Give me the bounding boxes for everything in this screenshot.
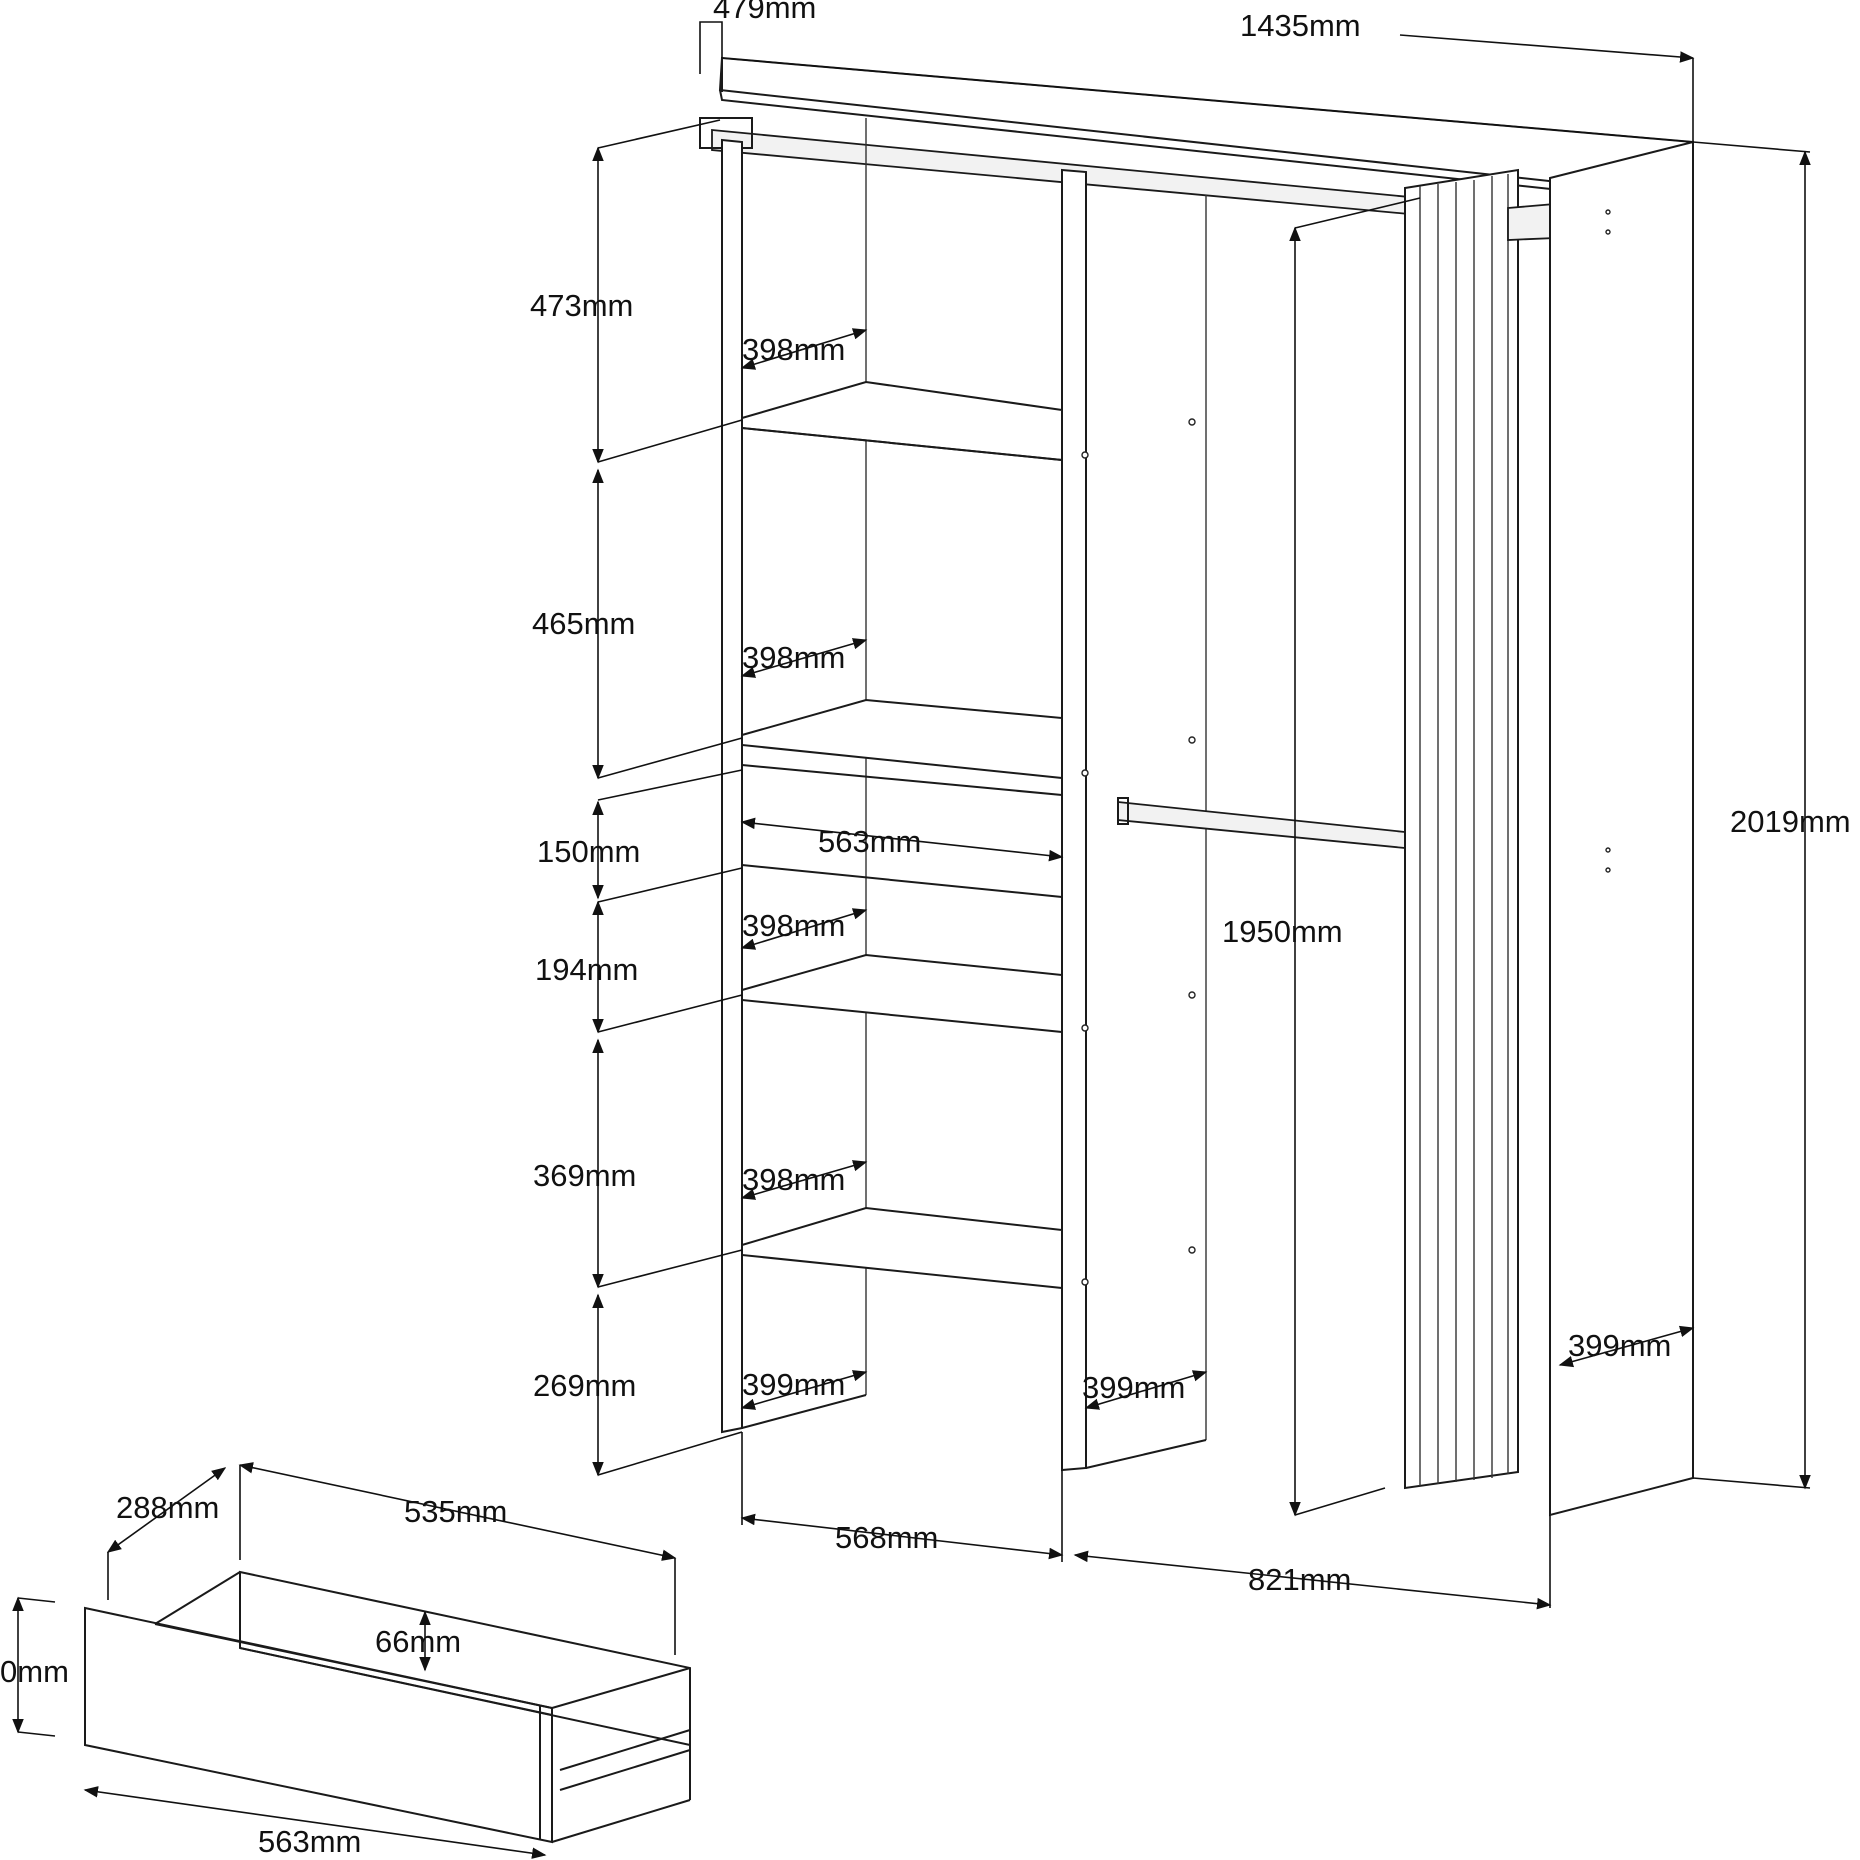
label-section-3: 150mm — [537, 834, 640, 869]
label-shelf-depth-2: 398mm — [742, 640, 845, 675]
label-shelf-depth-3: 398mm — [742, 908, 845, 943]
label-shelf-depth-1: 398mm — [742, 332, 845, 367]
top-panel-front — [719, 89, 1561, 191]
label-hanging-height: 1950mm — [1222, 914, 1343, 949]
label-drawer-height: 0mm — [0, 1654, 69, 1689]
shelf-2 — [741, 698, 1063, 780]
label-side-depth: 399mm — [1568, 1328, 1671, 1363]
label-drawer-depth: 288mm — [116, 1490, 219, 1525]
right-side-panel — [1549, 140, 1694, 1517]
shelf-1 — [741, 380, 1063, 462]
drawer-side-right — [551, 1667, 691, 1843]
curtain — [1404, 168, 1519, 1490]
label-section-4: 194mm — [535, 952, 638, 987]
left-side-panel — [721, 138, 743, 1434]
drawer-drawing — [84, 1570, 691, 1844]
label-section-2: 465mm — [532, 606, 635, 641]
center-partition — [1061, 168, 1087, 1472]
label-drawer-inner-height: 66mm — [375, 1624, 461, 1659]
screw-holes — [1081, 209, 1611, 1286]
wardrobe-drawing — [699, 56, 1694, 1517]
middle-rail-bracket — [1117, 797, 1129, 825]
label-right-width: 821mm — [1248, 1562, 1351, 1597]
dimension-lines — [12, 21, 1811, 1859]
label-left-width: 568mm — [835, 1520, 938, 1555]
label-drawer-length: 535mm — [404, 1494, 507, 1529]
label-shelf-depth-5: 399mm — [742, 1367, 845, 1402]
drawer-front — [84, 1606, 553, 1844]
right-rail-bracket — [1507, 203, 1556, 241]
label-depth-top: 479mm — [713, 0, 816, 25]
label-drawer-slot-width: 563mm — [818, 824, 921, 859]
label-drawer-width: 563mm — [258, 1824, 361, 1859]
drawer-runner — [559, 1729, 691, 1791]
label-section-6: 269mm — [533, 1368, 636, 1403]
drawer-slot-top — [741, 764, 1063, 796]
middle-rail — [1117, 801, 1406, 849]
shelf-3 — [741, 953, 1063, 1034]
label-height-total: 2019mm — [1730, 804, 1851, 839]
partition-bottom — [1085, 1439, 1207, 1469]
shelves — [741, 380, 1063, 1429]
label-width-total: 1435mm — [1240, 8, 1361, 43]
drawer-inner-floor — [239, 1647, 553, 1716]
drawer-slot-bottom — [741, 864, 1063, 898]
drawer-top-edge — [154, 1623, 553, 1709]
label-section-1: 473mm — [530, 288, 633, 323]
label-shelf-depth-4: 398mm — [742, 1162, 845, 1197]
label-partition-depth: 399mm — [1082, 1370, 1185, 1405]
shelf-4 — [741, 1206, 1063, 1290]
drawer-side-left — [154, 1571, 241, 1625]
label-section-5: 369mm — [533, 1158, 636, 1193]
